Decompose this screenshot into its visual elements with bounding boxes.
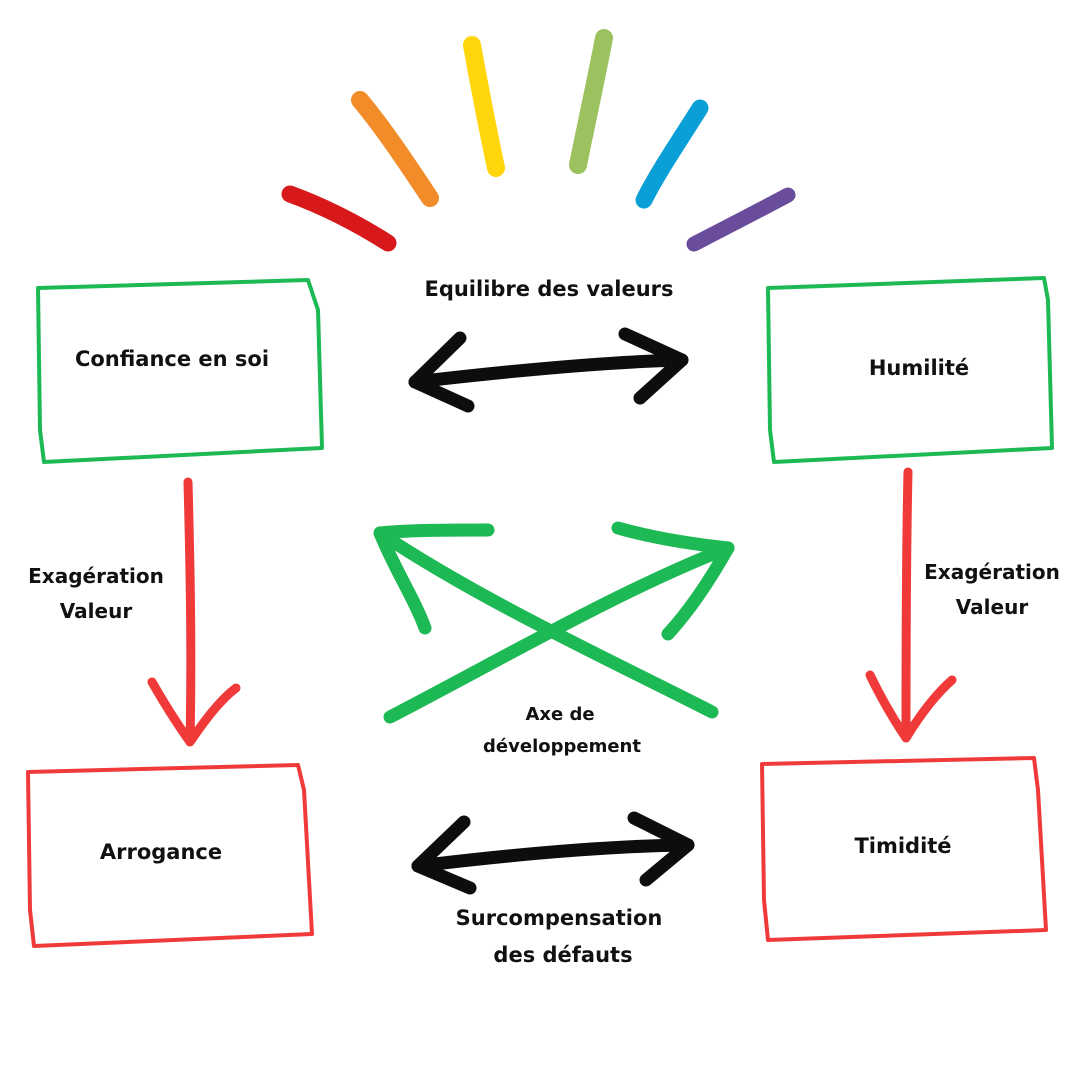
surcompensation-double-arrow xyxy=(411,811,695,895)
ray-red xyxy=(281,185,397,252)
exageration-left-arrow xyxy=(147,477,241,747)
confiance-label: Confiance en soi xyxy=(75,347,269,371)
exageration-left-label-1: Exagération xyxy=(28,564,164,588)
equilibre-label: Equilibre des valeurs xyxy=(424,277,673,301)
axe-label-2: développement xyxy=(483,736,641,757)
confiance-box xyxy=(36,278,324,464)
ray-blue xyxy=(635,99,709,209)
timidite-label: Timidité xyxy=(854,834,951,858)
ray-yellow xyxy=(463,36,505,177)
axe-label-1: Axe de xyxy=(525,704,594,725)
surcomp-label-1: Surcompensation xyxy=(456,906,663,930)
equilibre-double-arrow xyxy=(408,327,689,413)
arrogance-label: Arrogance xyxy=(100,840,222,864)
exageration-right-label-2: Valeur xyxy=(956,595,1029,619)
humilite-label: Humilité xyxy=(869,356,969,380)
timidite-box xyxy=(760,756,1048,942)
humilite-box xyxy=(766,276,1054,464)
ray-purple xyxy=(686,187,796,252)
exageration-left-label-2: Valeur xyxy=(60,599,133,623)
arrogance-box xyxy=(26,763,314,948)
exageration-right-label-1: Exagération xyxy=(924,560,1060,584)
rainbow-rays xyxy=(281,29,796,252)
ray-green xyxy=(569,29,613,174)
exageration-right-arrow xyxy=(865,467,957,743)
surcomp-label-2: des défauts xyxy=(493,943,632,967)
developpement-cross-arrows xyxy=(373,521,735,724)
ray-orange xyxy=(351,91,439,207)
